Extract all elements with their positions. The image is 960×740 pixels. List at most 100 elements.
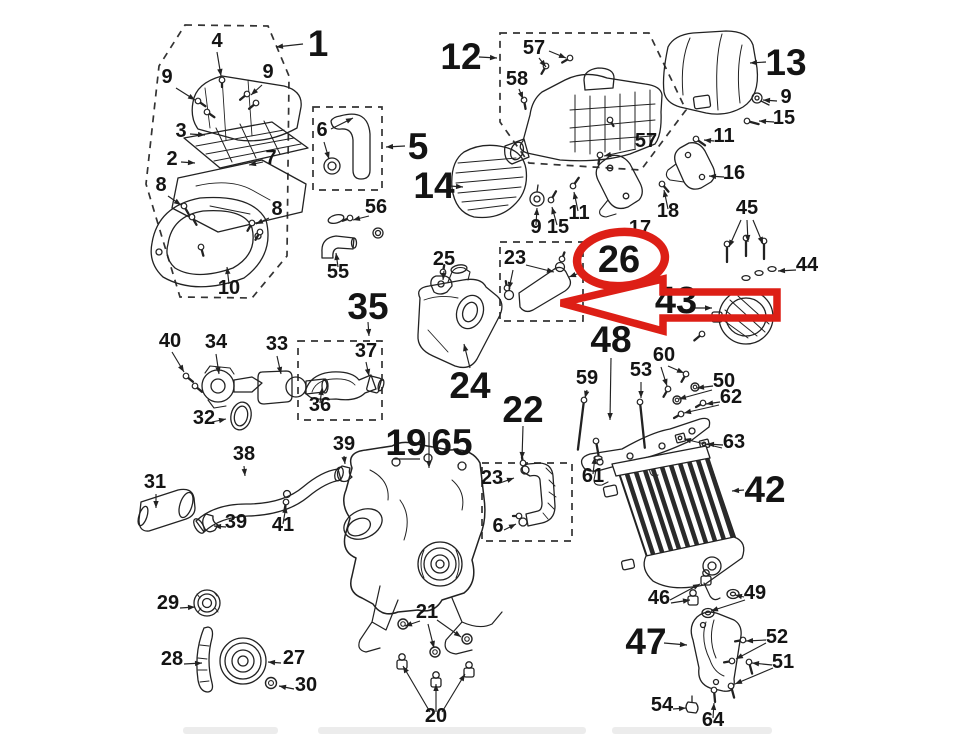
part-label-59: 59 <box>576 367 598 389</box>
leader-arrowhead-icon <box>662 378 668 386</box>
leader-line <box>318 387 324 404</box>
part-label-9: 9 <box>161 66 172 88</box>
part-label-15: 15 <box>773 107 795 129</box>
part-label-28: 28 <box>161 648 183 670</box>
part-label-33: 33 <box>266 333 288 355</box>
leader-line <box>607 357 613 421</box>
leader-line <box>404 620 421 627</box>
part-label-52: 52 <box>766 626 788 648</box>
leader-line <box>449 183 464 190</box>
leader-line <box>323 141 330 160</box>
bearing-29 <box>193 589 221 617</box>
grille-14 <box>451 144 528 219</box>
leader-line <box>282 505 288 525</box>
leader-line <box>365 321 372 337</box>
leader-arrowhead-icon <box>506 477 514 483</box>
leader-arrowhead-icon <box>279 684 287 691</box>
leader-line <box>441 673 466 713</box>
hardware-60-50-62-63 <box>662 370 711 450</box>
clamp-56 <box>327 213 384 239</box>
leader-arrowhead-icon <box>386 143 394 150</box>
group-box-12 <box>499 32 687 171</box>
leader-arrowhead-icon <box>187 93 195 100</box>
leader-arrowhead-icon <box>405 621 413 627</box>
part-label-41: 41 <box>272 514 294 536</box>
leader-line <box>538 57 547 68</box>
leader-line <box>499 477 515 484</box>
pipe-31 <box>137 488 196 532</box>
oring-32 <box>230 401 252 431</box>
part-label-27: 27 <box>283 647 305 669</box>
leader-arrowhead-icon <box>364 368 371 376</box>
part-label-36: 36 <box>309 394 331 416</box>
leader-line <box>278 684 295 691</box>
leader-arrowhead-icon <box>697 384 705 390</box>
part-label-64: 64 <box>702 709 725 731</box>
leader-arrowhead-icon <box>591 457 597 465</box>
leader-arrowhead-icon <box>268 659 276 666</box>
leader-arrowhead-icon <box>729 239 735 247</box>
leader-arrowhead-icon <box>759 118 767 125</box>
part-label-65: 65 <box>431 422 472 463</box>
leader-line <box>728 219 742 248</box>
part-label-25: 25 <box>433 248 455 270</box>
leader-line <box>703 138 715 144</box>
leader-arrowhead-icon <box>459 674 465 682</box>
leader-line <box>402 665 431 713</box>
part-label-39: 39 <box>225 511 247 533</box>
part-label-37: 37 <box>355 340 377 362</box>
part-label-8: 8 <box>155 174 166 196</box>
leader-line <box>749 59 767 66</box>
leader-arrowhead-icon <box>318 388 324 396</box>
part-label-63: 63 <box>723 431 745 453</box>
breather-hose-55 <box>321 235 358 259</box>
duct-13 <box>662 30 759 115</box>
leader-line <box>731 487 745 494</box>
leader-arrowhead-icon <box>546 267 554 273</box>
leader-arrowhead-icon <box>572 192 579 200</box>
part-label-1: 1 <box>308 23 329 64</box>
elbow-hose-6 <box>323 113 371 180</box>
leader-arrowhead-icon <box>710 703 717 711</box>
part-label-5: 5 <box>408 126 429 167</box>
hose-22 <box>511 455 557 527</box>
leader-arrowhead-icon <box>736 653 744 659</box>
leader-arrowhead-icon <box>173 198 181 205</box>
mounts-20 <box>396 653 475 688</box>
part-label-23: 23 <box>481 467 503 489</box>
leader-arrowhead-icon <box>746 637 754 644</box>
leader-line <box>330 117 354 130</box>
leader-arrowhead-icon <box>218 417 226 424</box>
part-label-26: 26 <box>598 239 640 281</box>
leader-line <box>696 384 714 390</box>
part-label-47: 47 <box>625 621 666 662</box>
leader-line <box>267 659 282 666</box>
leader-arrowhead-icon <box>463 344 469 352</box>
leader-line <box>478 54 498 61</box>
fasteners-9-15-11-mid <box>529 176 580 207</box>
leader-line <box>341 455 347 465</box>
leader-line <box>662 189 669 210</box>
leader-arrowhead-icon <box>194 660 202 667</box>
leader-arrowhead-icon <box>682 598 690 604</box>
part-label-9: 9 <box>780 86 791 108</box>
leader-line <box>548 50 567 59</box>
leader-line <box>678 389 713 400</box>
leader-line <box>248 160 264 167</box>
nut-30 <box>264 676 278 690</box>
pump-33 <box>257 370 329 405</box>
leader-arrowhead-icon <box>256 218 264 224</box>
bracket-17 <box>595 154 643 218</box>
leader-line <box>694 305 712 311</box>
leader-arrowhead-icon <box>533 208 540 216</box>
part-label-55: 55 <box>327 261 349 283</box>
part-label-51: 51 <box>772 651 794 673</box>
leader-arrowhead-icon <box>711 606 719 612</box>
leader-line <box>463 343 471 369</box>
part-label-24: 24 <box>449 365 491 406</box>
leader-arrowhead-icon <box>744 234 751 242</box>
leader-arrowhead-icon <box>757 236 763 244</box>
part-label-35: 35 <box>347 286 388 327</box>
leader-arrowhead-icon <box>441 272 447 280</box>
